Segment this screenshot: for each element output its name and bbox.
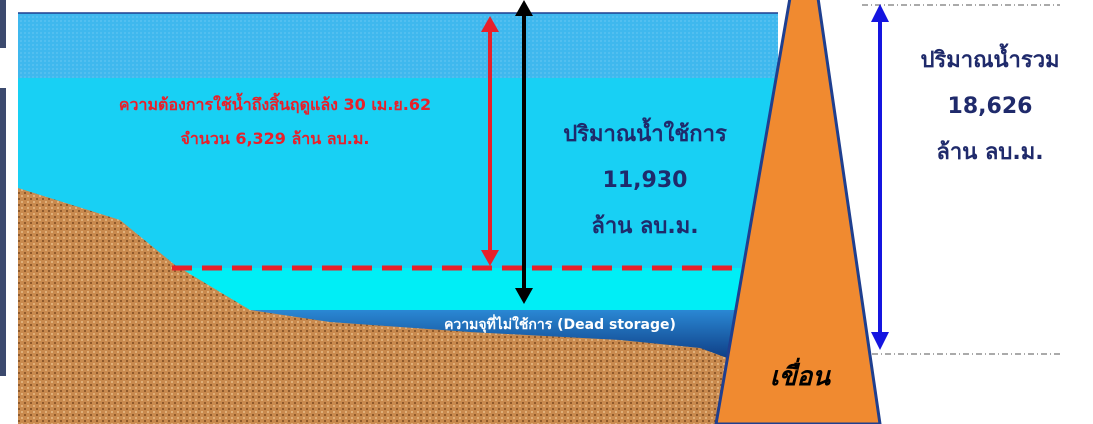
total-volume-title: ปริมาณน้ำรวม xyxy=(920,48,1060,73)
main-water-layer xyxy=(18,78,778,268)
demand-label-line2: จำนวน 6,329 ล้าน ลบ.ม. xyxy=(180,129,370,148)
ground-terrain xyxy=(18,188,760,424)
left-panel-edge-top xyxy=(0,0,6,48)
total-arrow-head-top xyxy=(871,4,889,22)
demand-label: ความต้องการใช้น้ำถึงสิ้นฤดูแล้ง 30 เม.ย.… xyxy=(40,88,510,156)
upper-water-texture xyxy=(18,13,778,78)
total-volume-value: 18,626 xyxy=(947,94,1033,119)
demand-arrow-head-top xyxy=(481,16,499,32)
usable-volume-title: ปริมาณน้ำใช้การ xyxy=(563,122,727,147)
demand-label-line1: ความต้องการใช้น้ำถึงสิ้นฤดูแล้ง 30 เม.ย.… xyxy=(118,95,432,114)
total-volume-label: ปริมาณน้ำรวม 18,626 ล้าน ลบ.ม. xyxy=(890,38,1090,176)
usable-volume-unit: ล้าน ลบ.ม. xyxy=(591,214,699,239)
usable-volume-value: 11,930 xyxy=(602,168,688,193)
usable-arrow-head-bottom xyxy=(515,288,533,304)
total-arrow-head-bottom xyxy=(871,332,889,350)
dead-storage-label: ความจุที่ไม่ใช้การ (Dead storage) xyxy=(444,317,676,333)
dam-body xyxy=(714,0,882,424)
demand-arrow-head-bottom xyxy=(481,250,499,266)
left-panel-edge-bottom xyxy=(0,88,6,376)
total-volume-unit: ล้าน ลบ.ม. xyxy=(936,140,1044,165)
usable-arrow-head-top xyxy=(515,0,533,16)
dam-label: เขื่อน xyxy=(769,362,831,392)
usable-volume-label: ปริมาณน้ำใช้การ 11,930 ล้าน ลบ.ม. xyxy=(530,112,760,250)
